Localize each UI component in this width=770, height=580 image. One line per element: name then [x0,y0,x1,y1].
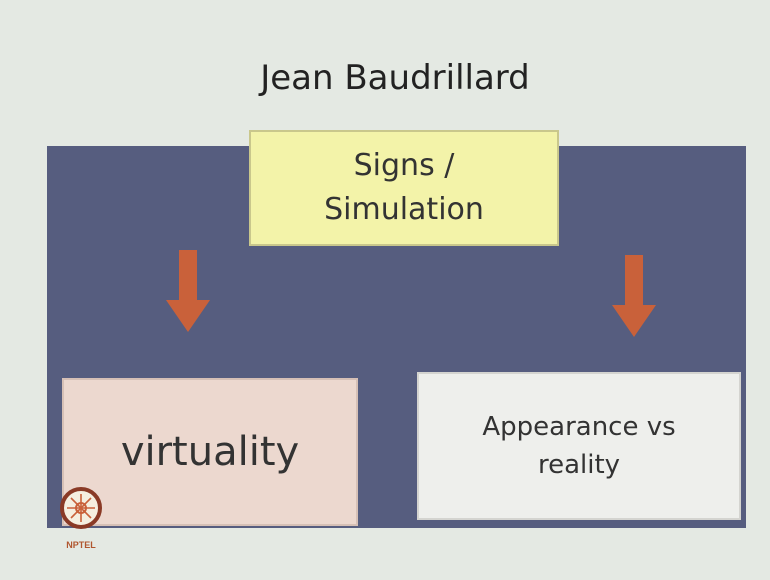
virtuality-label: virtuality [120,429,300,475]
virtuality-box: virtuality [62,378,358,526]
svg-text:NPTEL: NPTEL [66,540,96,550]
appearance-reality-box: Appearance vs reality [417,372,741,520]
appearance-reality-line1: Appearance vs [482,412,676,442]
signs-simulation-box: Signs / Simulation [249,130,559,246]
signs-simulation-line1: Signs / [353,148,455,183]
left-down-arrow-icon [166,250,210,332]
right-down-arrow-icon [612,255,656,337]
signs-simulation-line2: Simulation [324,192,484,227]
slide-title: Jean Baudrillard [260,58,530,98]
nptel-logo-icon: NPTEL [60,487,102,550]
appearance-reality-line2: reality [537,450,621,480]
